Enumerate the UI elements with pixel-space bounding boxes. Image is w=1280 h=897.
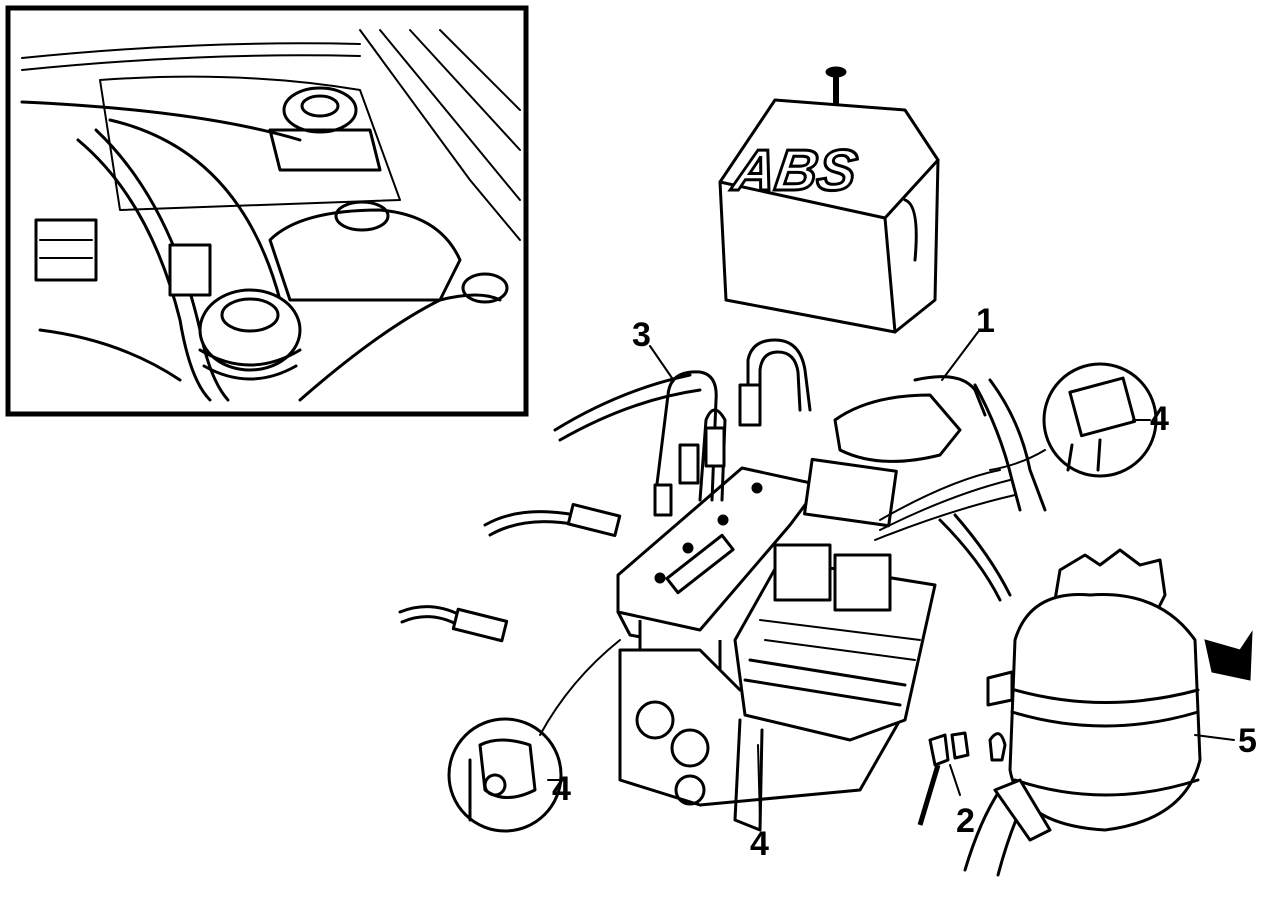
- callout-3: 3: [632, 316, 651, 354]
- callout-5: 5: [1238, 722, 1257, 760]
- callout-2: 2: [956, 802, 975, 840]
- callout-1: 1: [976, 302, 995, 340]
- detail-circle-right: [989, 362, 1158, 478]
- wire-terminals: [917, 731, 1007, 826]
- abs-modulator: [398, 338, 1047, 832]
- engine-bay-inset: [5, 5, 529, 417]
- callout-4-left: 4: [552, 770, 571, 808]
- detail-circle-left: [447, 639, 621, 833]
- cover-lettering: ABS: [727, 138, 861, 203]
- leader-lines: [547, 331, 1235, 821]
- abs-cover: ABS: [718, 66, 940, 334]
- fluid-reservoir: [963, 548, 1253, 877]
- callout-4-bottom: 4: [750, 825, 769, 863]
- callout-labels: 1 2 3 4 4 4 5: [552, 302, 1257, 863]
- callout-4-right: 4: [1150, 400, 1169, 438]
